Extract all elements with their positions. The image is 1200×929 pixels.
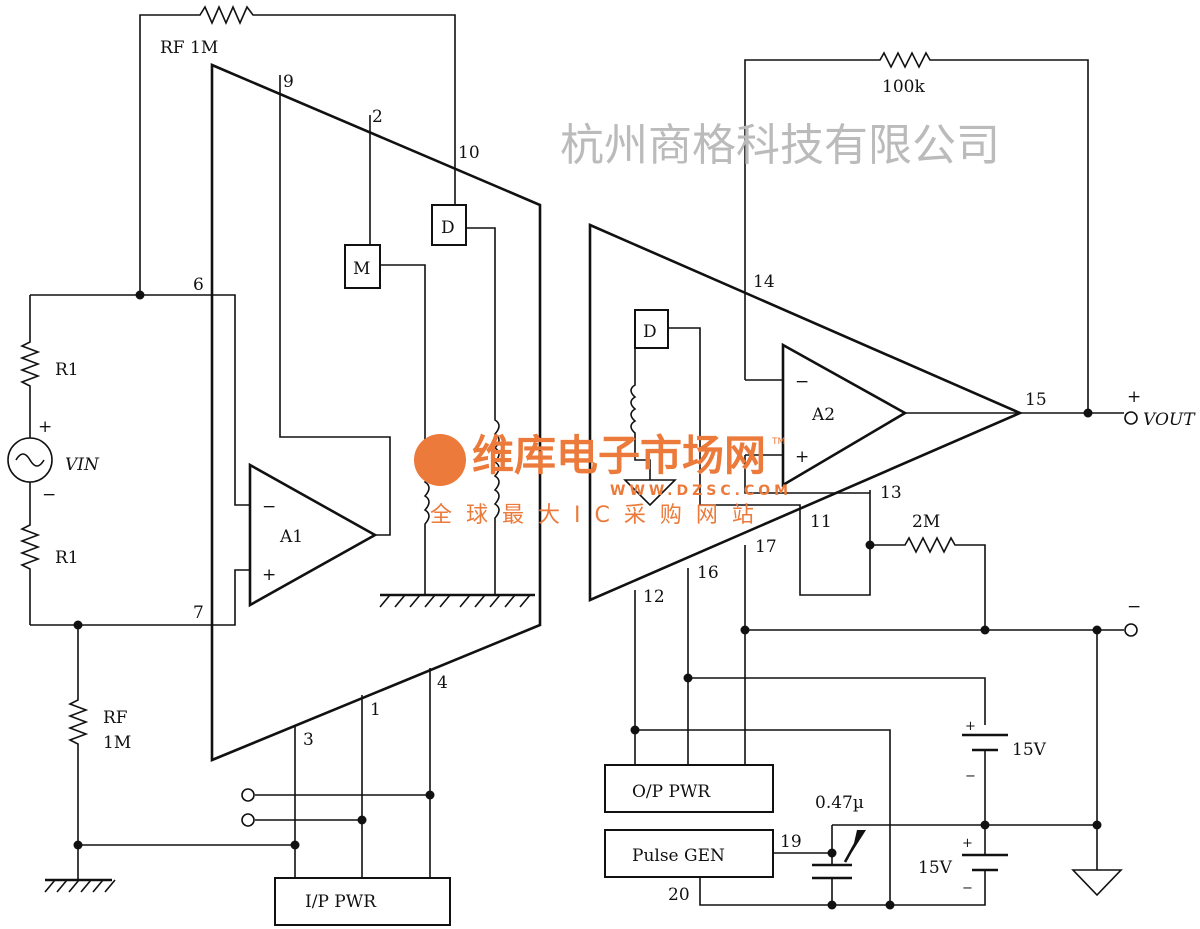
op-pwr-box	[604, 764, 774, 813]
pin-7: 7	[193, 603, 204, 623]
label-100k: 100k	[882, 77, 925, 97]
pin-14: 14	[753, 272, 775, 292]
pin-16: 16	[697, 563, 719, 583]
common-minus: −	[1127, 597, 1141, 617]
pin-20: 20	[668, 885, 690, 905]
pin-9: 9	[283, 72, 294, 92]
watermark-tm: TM	[771, 437, 785, 447]
demodulator-box-right	[634, 309, 669, 349]
label-capacitor: 0.47µ	[815, 793, 864, 813]
label-r1-top: R1	[55, 360, 79, 380]
battery-bottom-minus: −	[962, 881, 973, 896]
pin-11: 11	[810, 512, 832, 532]
modulator-box	[344, 244, 381, 289]
pin-1: 1	[370, 700, 381, 720]
resistor-rf-bottom	[67, 625, 295, 846]
power-terminal-1	[241, 788, 255, 802]
resistor-r1-bottom	[19, 482, 41, 625]
pin-19: 19	[780, 832, 802, 852]
pin-3: 3	[303, 730, 314, 750]
watermark-logo-icon	[414, 434, 466, 486]
label-2m: 2M	[912, 512, 940, 532]
battery-15v-bottom	[699, 825, 1008, 906]
power-terminal-2	[241, 813, 255, 827]
vin-minus: −	[42, 485, 56, 505]
ground-symbol-internal	[623, 479, 677, 507]
resistor-r1-top	[19, 295, 41, 438]
watermark-url: WWW.DZSC.COM	[610, 483, 792, 499]
label-a2: A2	[811, 405, 835, 425]
battery-15v-top	[962, 733, 1008, 825]
opamp-a2	[781, 342, 908, 488]
a2-plus: +	[795, 447, 809, 467]
label-vout: VOUT	[1143, 410, 1196, 430]
label-rf-bottom-value: 1M	[103, 733, 131, 753]
label-battery-top: 15V	[1012, 740, 1047, 760]
pin-4: 4	[437, 673, 448, 693]
vout-plus: +	[1127, 387, 1141, 407]
label-m: M	[353, 259, 370, 279]
common-terminal	[1124, 623, 1138, 637]
pulse-gen-box	[604, 829, 774, 878]
label-rf-bottom: RF	[103, 708, 128, 728]
resistor-2m	[870, 536, 986, 630]
label-r1-bottom: R1	[55, 548, 79, 568]
watermark-brand: 维库电子市场网	[472, 431, 766, 480]
capacitor-0-47u	[773, 825, 866, 905]
label-battery-bottom: 15V	[918, 858, 953, 878]
input-isolator-body	[210, 63, 542, 762]
pin-12: 12	[643, 587, 665, 607]
vout-terminal	[1124, 411, 1138, 425]
label-vin: VIN	[65, 455, 100, 475]
vin-plus: +	[38, 417, 52, 437]
ground-symbol-isolator	[379, 593, 535, 608]
pin-13: 13	[880, 483, 902, 503]
resistor-100k	[744, 51, 1089, 413]
pin-10: 10	[458, 143, 480, 163]
battery-top-minus: −	[965, 769, 976, 784]
battery-bottom-plus: +	[962, 836, 973, 851]
demodulator-box-left	[431, 204, 467, 246]
output-amplifier-body	[588, 223, 1024, 602]
watermark-slogan: 全球最大IC采购网站	[430, 503, 768, 528]
label-pulse-gen: Pulse GEN	[632, 846, 725, 866]
watermark-company: 杭州商格科技有限公司	[560, 120, 1000, 171]
ip-pwr-box	[274, 877, 451, 926]
label-d-left: D	[441, 218, 455, 238]
opamp-a1	[248, 462, 378, 608]
ground-symbol-input	[44, 845, 116, 893]
a2-minus: −	[795, 372, 809, 392]
pin-2: 2	[372, 107, 383, 127]
a1-minus: −	[262, 497, 276, 517]
watermark: 杭州商格科技有限公司 维库电子市场网 TM WWW.DZSC.COM 全球最大I…	[414, 120, 1000, 528]
a1-plus: +	[262, 565, 276, 585]
pin-6: 6	[193, 275, 204, 295]
label-op-pwr: O/P PWR	[632, 782, 711, 802]
label-rf-top: RF 1M	[160, 38, 218, 58]
battery-top-plus: +	[965, 719, 976, 734]
label-d-right: D	[643, 322, 657, 342]
pin-17: 17	[755, 537, 777, 557]
ground-symbol-output	[1071, 869, 1123, 897]
resistor-rf-top	[139, 5, 456, 295]
label-a1: A1	[279, 527, 303, 547]
label-ip-pwr: I/P PWR	[305, 892, 377, 912]
pin-15: 15	[1025, 390, 1047, 410]
